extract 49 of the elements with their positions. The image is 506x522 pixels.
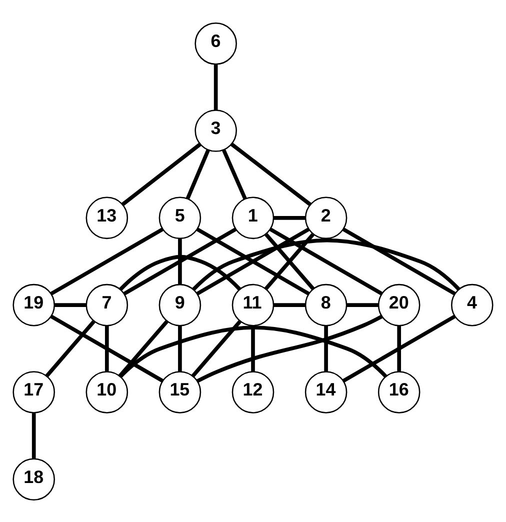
node-circle: 16 <box>378 370 420 413</box>
node-circle: 14 <box>304 370 348 413</box>
connector <box>123 227 237 295</box>
connector <box>119 325 388 378</box>
node-circle: 11 <box>232 283 274 326</box>
connector <box>196 227 310 295</box>
connector <box>196 314 383 382</box>
node-circle: 15 <box>158 370 202 413</box>
connector <box>342 227 456 295</box>
connector <box>397 325 402 371</box>
node-circle: 12 <box>232 370 274 413</box>
node-circle: 6 <box>194 22 237 64</box>
node-circle: 9 <box>158 283 202 326</box>
connector <box>50 227 164 295</box>
connector <box>50 314 164 382</box>
node-circle: 10 <box>86 370 128 413</box>
connector <box>324 325 328 371</box>
connector <box>214 64 218 110</box>
node-circle: 13 <box>86 196 128 239</box>
node-circle: 19 <box>12 283 55 326</box>
node-circle: 1 <box>232 196 274 239</box>
connector <box>121 142 202 206</box>
connector <box>45 320 96 377</box>
node-circle: 7 <box>86 283 128 326</box>
connector <box>32 412 36 458</box>
node-circle: 2 <box>304 196 348 239</box>
node-circle: 8 <box>304 283 348 326</box>
node-circle: 20 <box>378 283 420 326</box>
node-circle: 3 <box>194 109 237 152</box>
connector <box>269 227 383 295</box>
connector <box>222 148 247 199</box>
node-circle: 4 <box>451 283 494 326</box>
connector <box>274 302 306 306</box>
connector <box>342 314 456 382</box>
node-circle: 5 <box>158 196 202 239</box>
connector <box>186 148 210 199</box>
connector <box>54 302 86 306</box>
connector <box>274 216 306 220</box>
connector <box>178 238 182 284</box>
connector <box>191 320 242 377</box>
connector <box>104 325 109 371</box>
node-circle: 18 <box>12 458 55 500</box>
connector <box>230 142 312 206</box>
connector <box>119 254 242 290</box>
node-circle: 17 <box>12 370 55 413</box>
connector <box>118 320 168 377</box>
connector <box>178 325 182 371</box>
connector <box>346 302 379 306</box>
connector <box>192 238 460 290</box>
